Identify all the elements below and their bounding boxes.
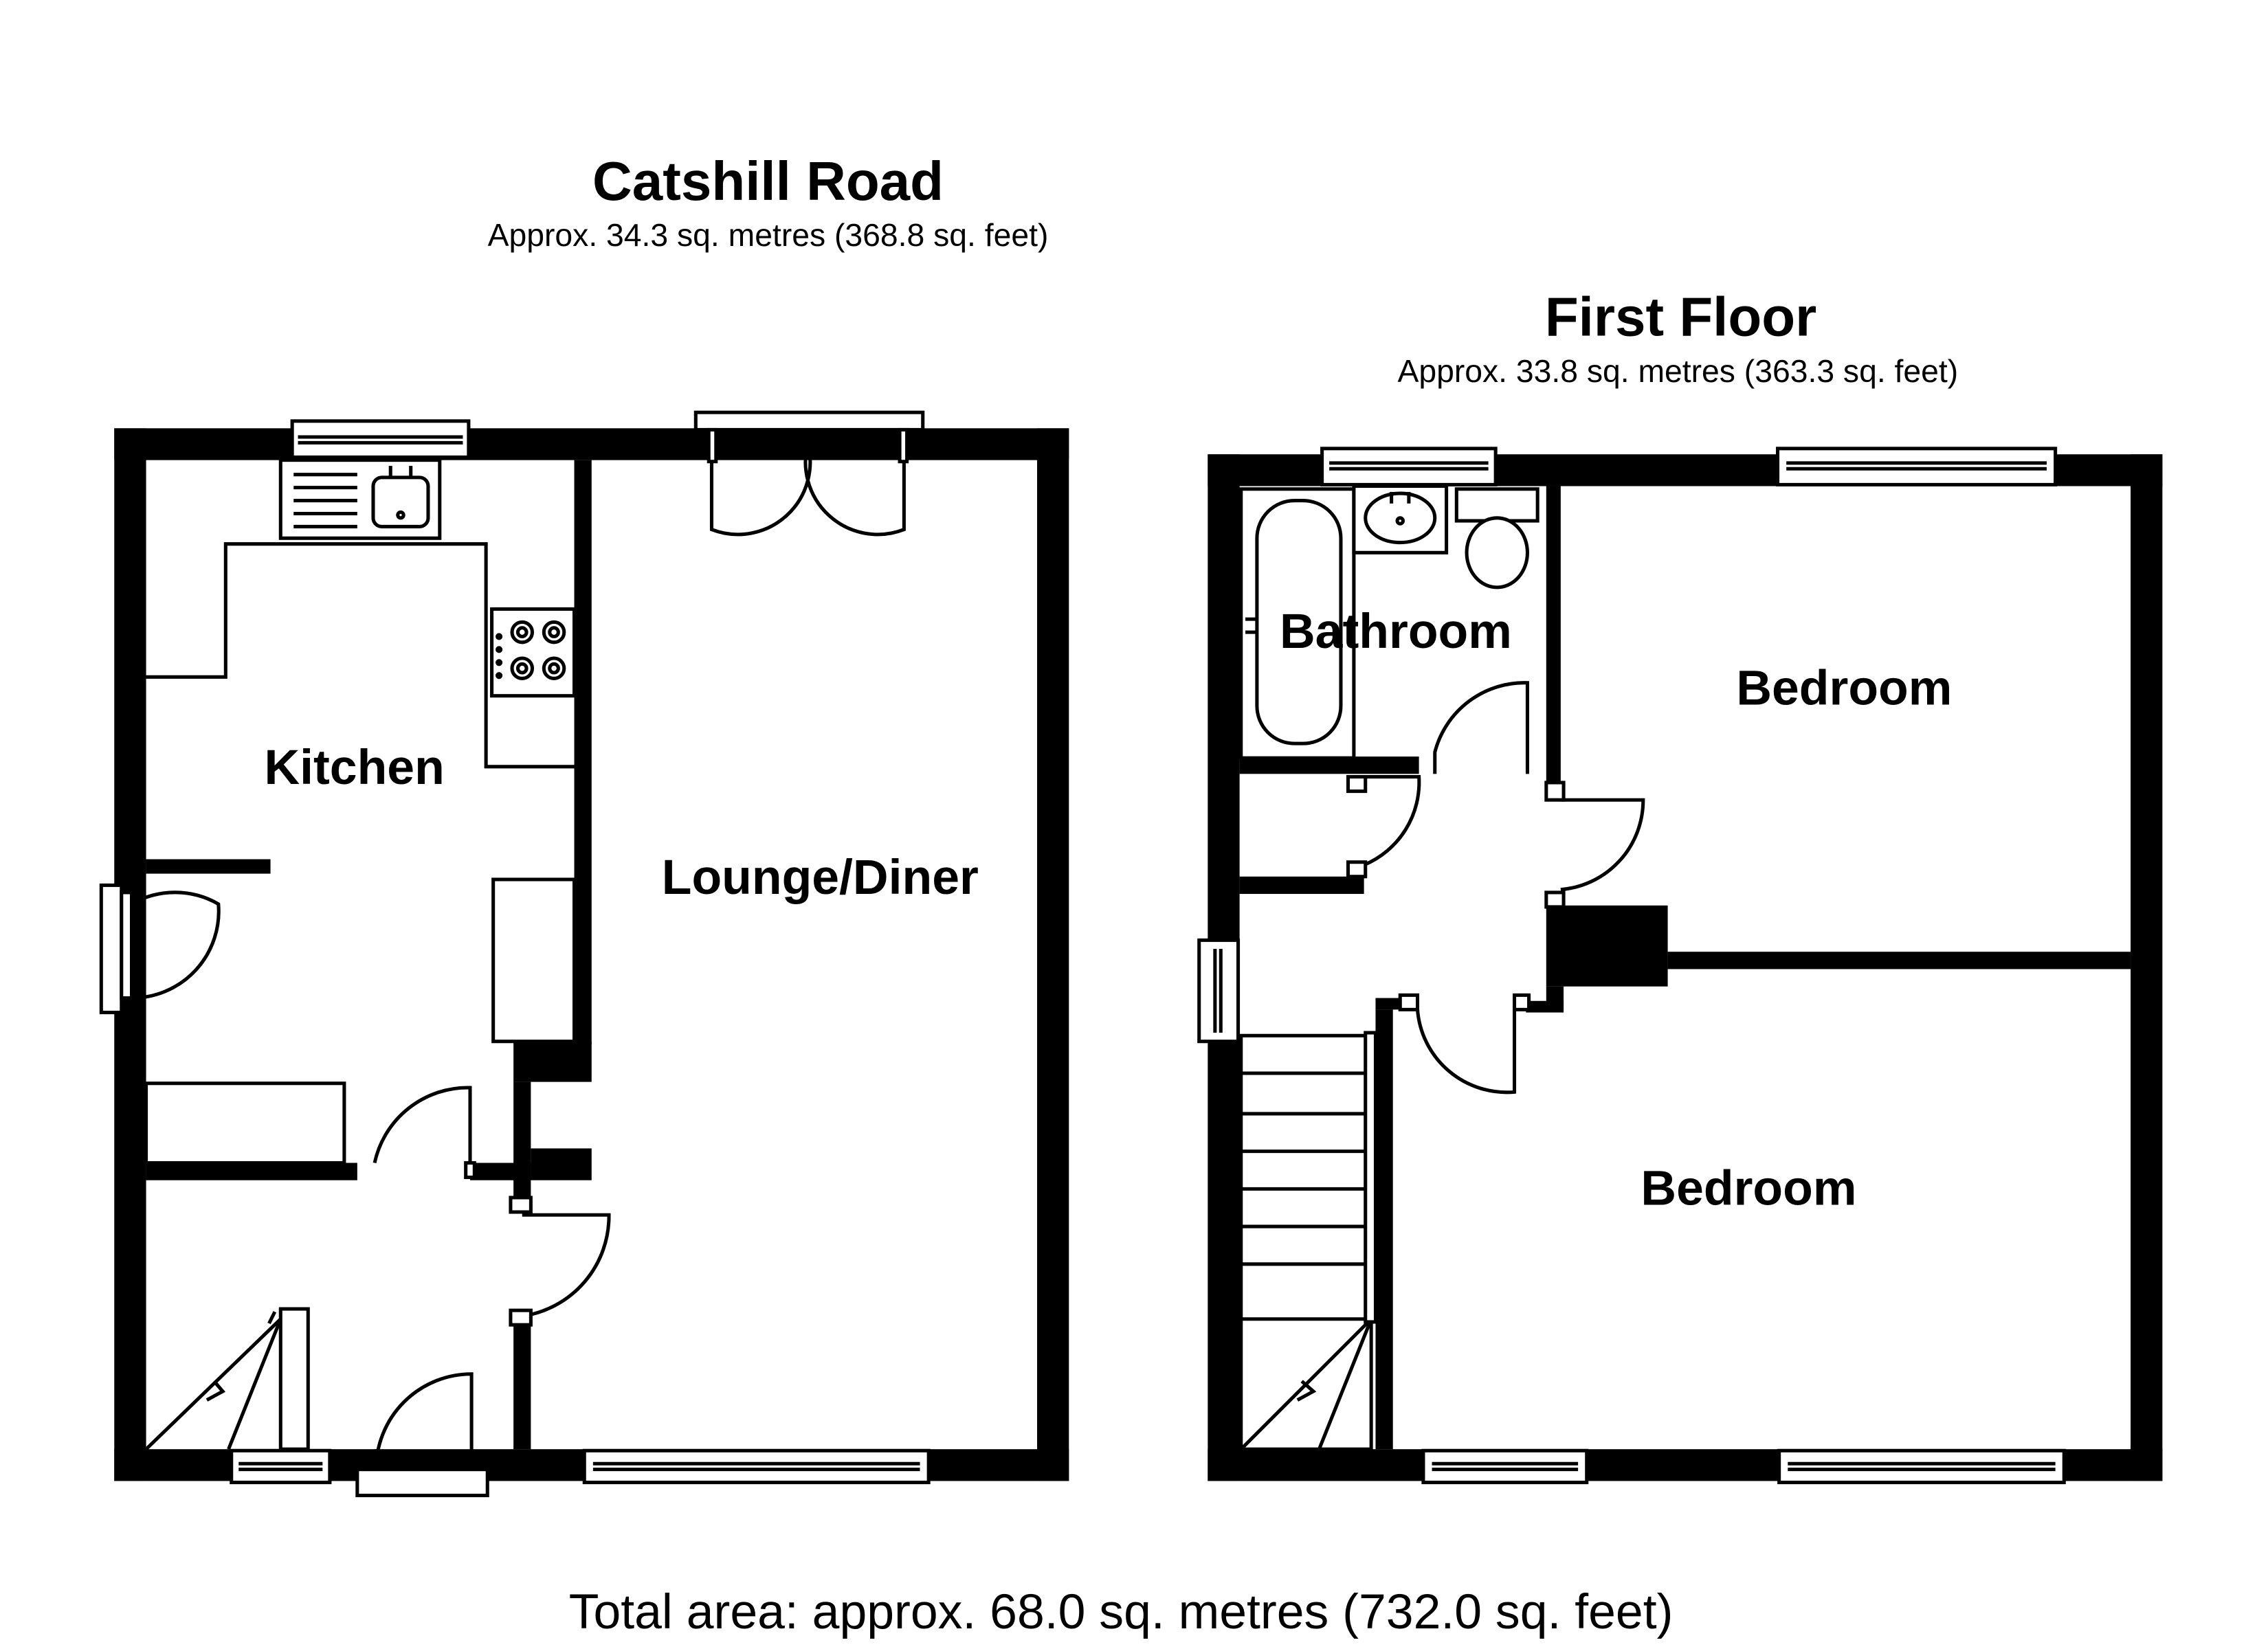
total-area: Total area: approx. 68.0 sq. metres (732… [569,1584,1674,1639]
first-floor-internal-walls [1239,486,2131,1450]
kitchen-hall-door [373,1086,472,1164]
front-bedroom-door [1415,1009,1517,1095]
kitchen-counter [144,1081,346,1165]
rear-bedroom-window [1776,447,2058,486]
ground-floor-internal-walls [146,460,592,1450]
ground-floor-area: Approx. 34.3 sq. metres (368.8 sq. feet) [488,217,1049,253]
ground-floor-stairs [144,1307,310,1451]
ground-floor-title: Catshill Road [592,150,944,212]
cupboard-door [1363,775,1421,867]
kitchen-side-door [99,883,221,1015]
bathroom-label: Bathroom [1280,604,1512,659]
bathroom-window [1320,447,1498,486]
rear-bedroom-door [1560,798,1645,892]
first-floor-title: First Floor [1545,287,1816,348]
kitchen-cupboard [491,877,577,1044]
kitchen-label: Kitchen [264,740,444,795]
rear-bedroom-label: Bedroom [1736,660,1952,715]
lounge-front-window [582,1448,931,1485]
first-floor-stairs [1239,1031,1377,1451]
toilet [1454,487,1539,590]
bathroom-door [1433,681,1529,774]
front-door [355,1372,489,1498]
kitchen-sink [278,458,442,540]
lounge-french-doors [693,410,925,537]
kitchen-window [290,419,471,459]
front-bedroom-label: Bedroom [1641,1161,1856,1216]
ground-floor-plan: Kitchen Lounge/Diner [99,410,1069,1498]
lounge-diner-label: Lounge/Diner [662,850,979,905]
first-floor-area: Approx. 33.8 sq. metres (363.3 sq. feet) [1397,353,1958,389]
front-bedroom-window-left [1421,1448,1589,1485]
first-floor-plan: Bathroom Bedroom Bedroom [1197,447,2163,1485]
front-small-window [230,1448,332,1485]
lounge-door [522,1213,611,1319]
washbasin [1352,484,1449,554]
front-bedroom-window-right [1777,1448,2066,1485]
landing-window [1197,938,1241,1044]
kitchen-worktop [146,542,575,769]
bath [1239,487,1356,760]
kitchen-hob [490,607,577,698]
